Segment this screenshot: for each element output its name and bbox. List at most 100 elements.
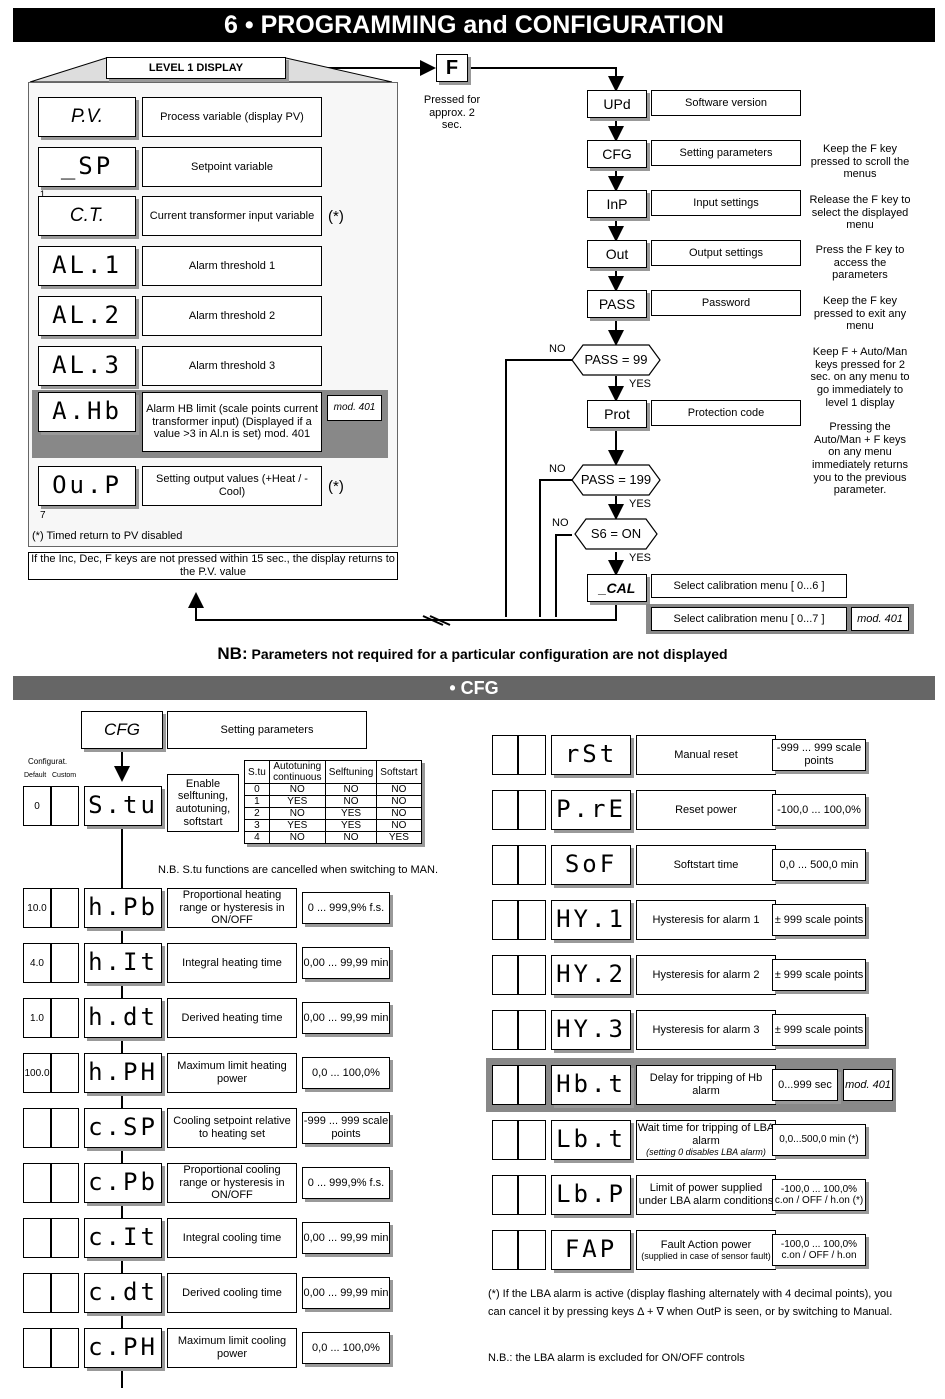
menu-code-6[interactable]: Prot — [587, 400, 647, 428]
left-desc-1: Proportional heating range or hysteresis… — [167, 888, 297, 928]
left-custom-6[interactable] — [51, 1163, 79, 1203]
left-custom-3[interactable] — [51, 998, 79, 1038]
right-custom-10[interactable] — [518, 1230, 546, 1270]
f-key[interactable]: F — [436, 54, 468, 82]
left-custom-8[interactable] — [51, 1273, 79, 1313]
f-key-note: Pressed for approx. 2 sec. — [423, 94, 481, 132]
menu-code-7[interactable]: _CAL — [587, 574, 647, 602]
right-custom-2[interactable] — [518, 790, 546, 830]
menu-code-2[interactable]: CFG — [587, 140, 647, 168]
right-custom-5[interactable] — [518, 955, 546, 995]
right-desc-text: Wait time for tripping of LBA alarm — [637, 1122, 775, 1147]
right-code-10: FAP — [551, 1230, 631, 1270]
left-custom-7[interactable] — [51, 1218, 79, 1258]
right-desc-4: Hysteresis for alarm 1 — [636, 900, 776, 940]
decision-no-2: NO — [549, 463, 566, 475]
right-desc-text: Softstart time — [673, 858, 739, 871]
menu-code-4[interactable]: Out — [587, 240, 647, 268]
right-code-6: HY.3 — [551, 1010, 631, 1050]
menu-desc-4: Output settings — [651, 240, 801, 266]
stu-table-cell: 4 — [244, 831, 270, 844]
left-range-5: -999 ... 999 scale points — [302, 1112, 390, 1144]
right-custom-8[interactable] — [518, 1120, 546, 1160]
left-custom-5[interactable] — [51, 1108, 79, 1148]
level1-note-3: (*) — [328, 208, 344, 225]
decision-3: S6 = ON — [574, 518, 658, 550]
lba-onoff-note: N.B.: the LBA alarm is excluded for ON/O… — [488, 1352, 745, 1364]
level1-note-8: (*) — [328, 478, 344, 495]
level1-desc-2: Setpoint variable — [142, 147, 322, 187]
stu-table-cell: NO — [376, 795, 422, 808]
menu-desc-6: Protection code — [651, 400, 801, 426]
stu-table-cell: 0 — [244, 783, 270, 796]
right-custom-6[interactable] — [518, 1010, 546, 1050]
stu-code: S.tu — [84, 786, 162, 826]
level1-desc-4: Alarm threshold 1 — [142, 246, 322, 286]
menu-code-3[interactable]: InP — [587, 190, 647, 218]
menu-desc-3: Input settings — [651, 190, 801, 216]
right-range-4: ± 999 scale points — [772, 904, 866, 936]
stu-table-cell: 1 — [244, 795, 270, 808]
left-default-7 — [23, 1218, 51, 1258]
left-code-9: c.PH — [84, 1328, 162, 1368]
side-note-2: Release the F key to select the displaye… — [809, 194, 911, 232]
right-default-1 — [492, 735, 518, 775]
cfg-title: CFG — [81, 711, 163, 749]
left-custom-9[interactable] — [51, 1328, 79, 1368]
menu-code-1[interactable]: UPd — [587, 90, 647, 118]
left-default-9 — [23, 1328, 51, 1368]
stu-table-header: S.tu — [244, 760, 270, 784]
left-default-5 — [23, 1108, 51, 1148]
right-desc-7: Delay for tripping of Hb alarm — [636, 1065, 776, 1105]
right-custom-4[interactable] — [518, 900, 546, 940]
left-range-1: 0 ... 999,9% f.s. — [302, 892, 390, 924]
right-custom-3[interactable] — [518, 845, 546, 885]
right-custom-9[interactable] — [518, 1175, 546, 1215]
left-range-6: 0 ... 999,9% f.s. — [302, 1167, 390, 1199]
right-range-2: -100,0 ... 100,0% — [772, 794, 866, 826]
left-code-7: c.It — [84, 1218, 162, 1258]
left-default-4: 100.0 — [23, 1053, 51, 1093]
right-custom-7[interactable] — [518, 1065, 546, 1105]
right-code-3: SoF — [551, 845, 631, 885]
left-desc-8: Derived cooling time — [167, 1273, 297, 1313]
right-desc-sub: (supplied in case of sensor fault) — [641, 1251, 771, 1262]
left-code-1: h.Pb — [84, 888, 162, 928]
cfg-title-desc: Setting parameters — [167, 711, 367, 749]
level1-code-1: P.V. — [38, 97, 136, 137]
stu-table-cell: NO — [376, 807, 422, 820]
left-custom-1[interactable] — [51, 888, 79, 928]
left-custom-2[interactable] — [51, 943, 79, 983]
decision-label: S6 = ON — [590, 526, 642, 541]
right-desc-text: Hysteresis for alarm 1 — [652, 913, 760, 926]
stu-table-cell: YES — [268, 819, 326, 832]
right-desc-sub: (setting 0 disables LBA alarm) — [646, 1147, 766, 1158]
left-code-4: h.PH — [84, 1053, 162, 1093]
right-desc-1: Manual reset — [636, 735, 776, 775]
decision-label: PASS = 199 — [580, 472, 652, 487]
menu-desc-2: Setting parameters — [651, 140, 801, 166]
right-default-3 — [492, 845, 518, 885]
stu-table-header: Selftuning — [324, 760, 378, 784]
menu-desc-5: Password — [651, 290, 801, 316]
left-range-3: 0,00 ... 99,99 min — [302, 1002, 390, 1034]
right-desc-6: Hysteresis for alarm 3 — [636, 1010, 776, 1050]
left-desc-5: Cooling setpoint relative to heating set — [167, 1108, 297, 1148]
right-code-9: Lb.P — [551, 1175, 631, 1215]
left-desc-6: Proportional cooling range or hysteresis… — [167, 1163, 297, 1203]
right-range-8: 0,0...500,0 min (*) — [772, 1124, 866, 1156]
left-code-6: c.Pb — [84, 1163, 162, 1203]
decision-yes-3: YES — [629, 552, 652, 564]
menu-code-5[interactable]: PASS — [587, 290, 647, 318]
right-custom-1[interactable] — [518, 735, 546, 775]
right-desc-10: Fault Action power(supplied in case of s… — [636, 1230, 776, 1270]
right-desc-text: Hysteresis for alarm 2 — [652, 968, 760, 981]
stu-custom[interactable] — [51, 786, 79, 826]
timeout-note: If the Inc, Dec, F keys are not pressed … — [28, 552, 398, 580]
left-custom-4[interactable] — [51, 1053, 79, 1093]
level1-code-2: _SP — [38, 147, 136, 187]
right-default-7 — [492, 1065, 518, 1105]
stu-table-cell: NO — [376, 783, 422, 796]
nb-text: Parameters not required for a particular… — [251, 646, 728, 662]
decision-yes-1: YES — [629, 378, 652, 390]
